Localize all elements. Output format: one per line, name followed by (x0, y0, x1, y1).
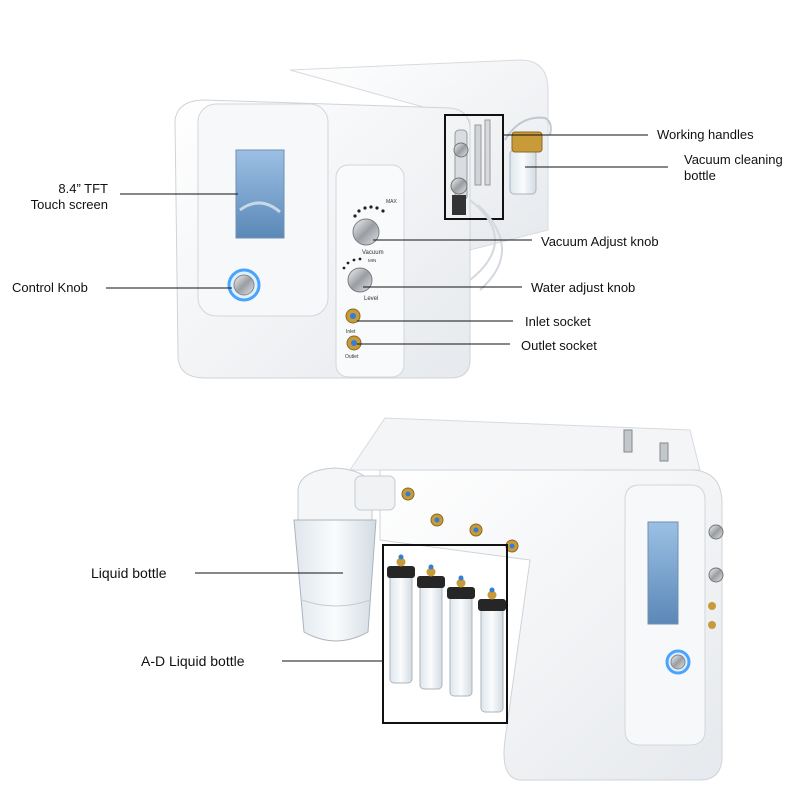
ad-bottle-d (478, 587, 506, 713)
inlet-label: Inlet (346, 329, 356, 335)
label-liquid-bottle: Liquid bottle (91, 565, 167, 581)
leader-lines (106, 134, 668, 662)
top-device: MAX Vacuum MIN Level Inlet Outlet (174, 59, 552, 379)
water-min-mark: MIN (368, 258, 376, 263)
control-knob[interactable] (233, 274, 255, 296)
label-vacuum-knob: Vacuum Adjust knob (541, 234, 659, 249)
side-touch-screen[interactable] (647, 521, 679, 625)
label-ad-bottle: A-D Liquid bottle (141, 653, 245, 669)
vacuum-max-mark: MAX (386, 199, 398, 205)
ad-bottle-a (387, 554, 415, 684)
water-dot-scale (342, 257, 362, 270)
top-nozzle-1 (623, 429, 633, 453)
screen-reflection (239, 201, 281, 214)
label-working-handles: Working handles (657, 127, 754, 142)
vacuum-label: Vacuum (362, 250, 384, 256)
label-touch-screen: 8.4” TFT Touch screen (30, 181, 108, 212)
side-knob-2[interactable] (708, 567, 724, 583)
ad-bottle-c (447, 575, 475, 697)
label-water-knob: Water adjust knob (531, 280, 636, 295)
bottom-device-top-housing (349, 417, 701, 471)
handle-holder (444, 114, 504, 220)
label-control-knob: Control Knob (12, 280, 88, 295)
level-label: Level (364, 296, 378, 302)
vacuum-adjust-knob[interactable] (352, 218, 380, 246)
water-adjust-knob[interactable] (347, 267, 373, 293)
ad-bottles (387, 554, 506, 713)
liquid-bottle (293, 467, 396, 642)
label-outlet-socket: Outlet socket (521, 338, 597, 353)
side-control-knob[interactable] (670, 654, 686, 670)
ad-bottle-frame (382, 544, 508, 724)
label-vacuum-bottle: Vacuum cleaning bottle (684, 152, 783, 183)
ad-bottle-b (417, 564, 445, 690)
label-inlet-socket: Inlet socket (525, 314, 591, 329)
control-panel (335, 164, 405, 378)
outlet-label: Outlet (345, 354, 359, 360)
bottom-device (293, 417, 724, 781)
top-nozzle-2 (659, 442, 669, 462)
touch-screen[interactable] (235, 149, 285, 239)
vacuum-dot-scale (353, 205, 385, 218)
connector-row (401, 487, 519, 553)
side-knob-1[interactable] (708, 524, 724, 540)
vacuum-bottle (504, 116, 552, 195)
